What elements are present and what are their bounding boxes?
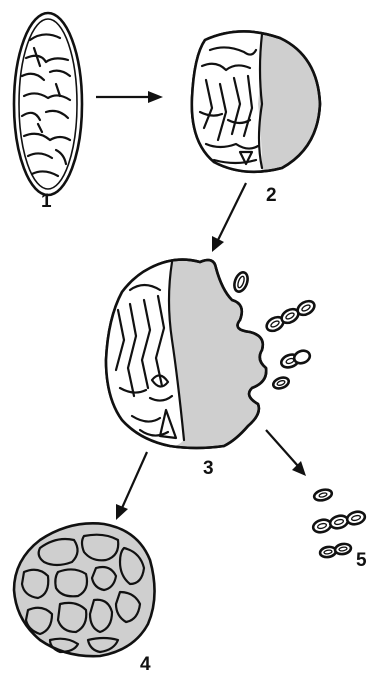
stage-label-1: 1	[41, 192, 52, 211]
mitochondrion-vacuolized	[14, 523, 155, 656]
mitochondrion-normal	[14, 13, 82, 195]
vesicles-free	[312, 488, 366, 558]
stage-label-3: 3	[203, 459, 214, 478]
arrow-1-to-2	[96, 91, 163, 103]
arrow-3-to-4	[116, 452, 147, 520]
stage-label-4: 4	[140, 655, 151, 674]
mitochondrion-swelling	[192, 31, 320, 171]
arrow-2-to-3	[212, 183, 246, 252]
stage-label-2: 2	[266, 186, 277, 205]
stage-label-5: 5	[356, 551, 367, 570]
arrow-3-to-5	[266, 430, 306, 476]
